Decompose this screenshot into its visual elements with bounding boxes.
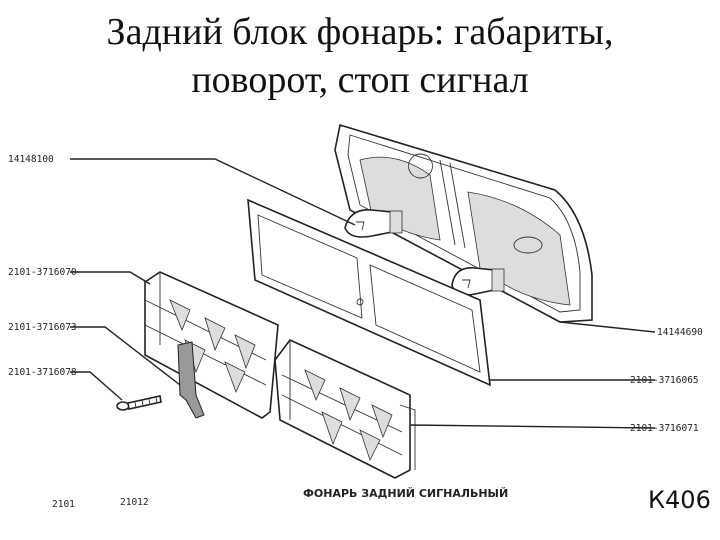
page-title: Задний блок фонарь: габариты, поворот, с… [0, 8, 720, 104]
leader-lines [70, 158, 656, 429]
callout-label-bulb-a: 14148100 [8, 154, 54, 165]
lens-left-part [144, 271, 279, 419]
callout-label-gasket: 2101-3716065 [630, 375, 699, 386]
title-line-2: поворот, стоп сигнал [191, 59, 529, 101]
callout-label-screw: 2101-3716078 [8, 367, 77, 378]
callout-label-bracket: 2101-3716073 [8, 322, 77, 333]
model-label-b: 21012 [120, 497, 149, 508]
mounting-bracket [177, 341, 205, 419]
bulb-lower [451, 267, 505, 296]
callout-label-bulb-b: 14144690 [657, 327, 703, 338]
bulb-upper [344, 209, 403, 238]
model-label-a: 2101 [52, 499, 75, 510]
callout-label-lens-right: 2101-3716071 [630, 423, 699, 434]
page-code: К406 [648, 486, 711, 514]
title-line-1: Задний блок фонарь: габариты, [106, 11, 614, 53]
callout-label-lens-left: 2101-3716070 [8, 267, 77, 278]
diagram-caption: ФОНАРЬ ЗАДНИЙ СИГНАЛЬНЫЙ [303, 487, 508, 500]
lens-right-part [274, 339, 416, 479]
screw [116, 395, 162, 411]
lamp-gasket [247, 198, 491, 387]
